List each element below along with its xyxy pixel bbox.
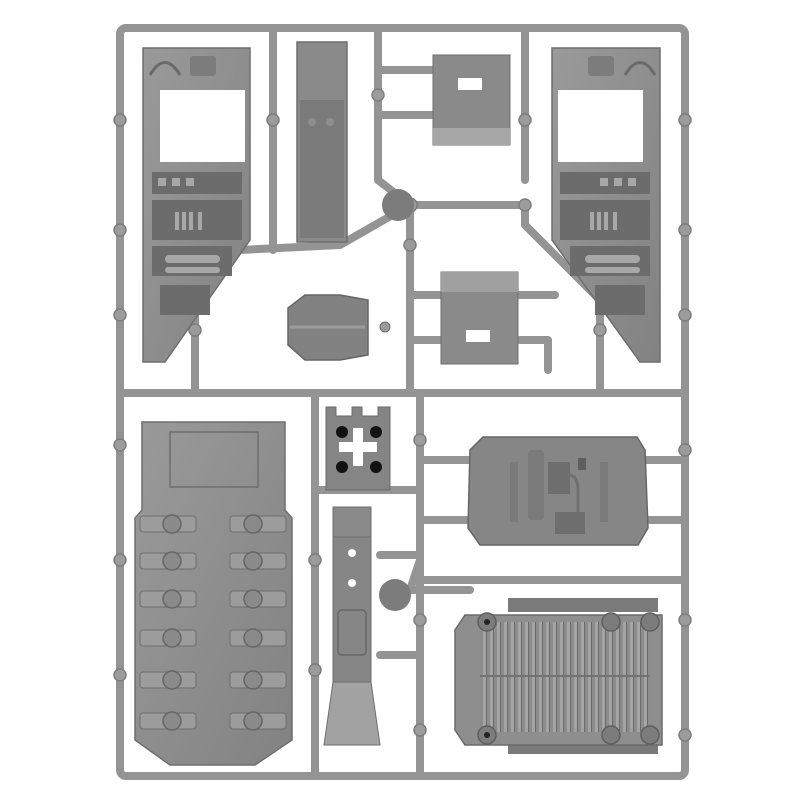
grille-deck: [454, 598, 663, 754]
plate-middle: [440, 271, 519, 365]
door-panel-left: [142, 47, 251, 363]
door-panel-right: [551, 47, 661, 363]
channel-piece: [296, 41, 348, 243]
runner-knobs: [113, 88, 692, 742]
ramp-strip: [323, 506, 381, 746]
plate-top: [432, 54, 511, 146]
cross-plate: [325, 406, 391, 491]
bracket: [287, 294, 391, 361]
sprue-hub: [379, 579, 411, 611]
floor-plate: [134, 421, 293, 766]
sprue-hub: [382, 189, 414, 221]
control-panel: [467, 436, 649, 546]
floor-studs: [139, 514, 287, 731]
